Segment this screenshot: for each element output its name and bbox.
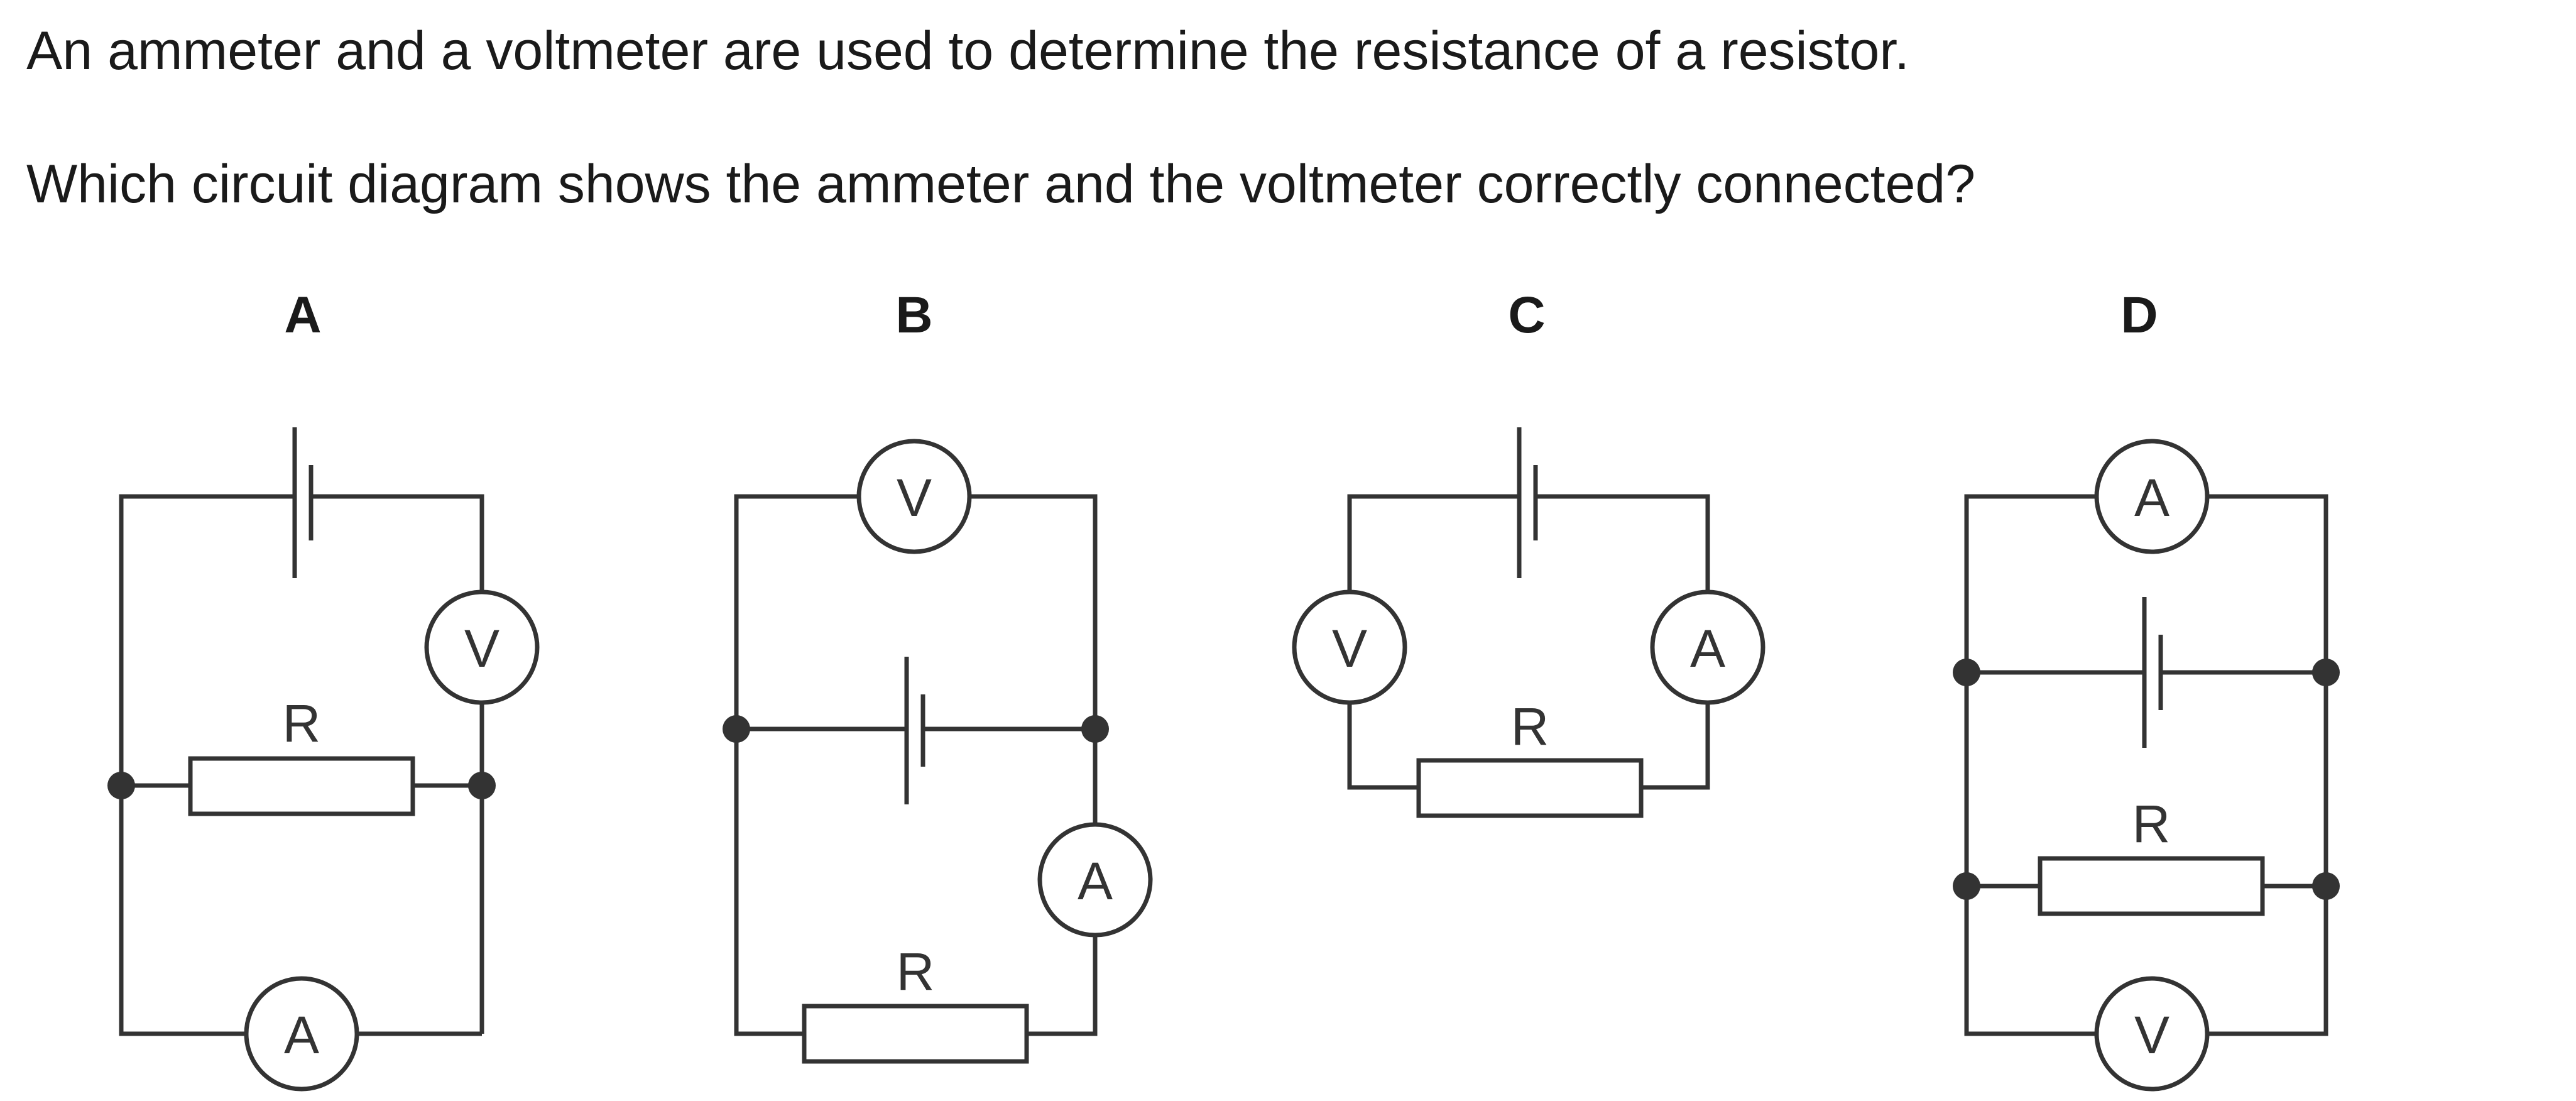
voltmeter-icon: V — [856, 439, 972, 554]
svg-text:A: A — [2134, 468, 2169, 527]
junction-dot — [1953, 659, 1980, 686]
cell-icon — [1517, 427, 1538, 578]
ammeter-icon: A — [2094, 439, 2210, 554]
resistor-icon — [188, 756, 415, 816]
junction-dot — [1953, 872, 1980, 900]
resistor-label: R — [1511, 697, 1549, 756]
junction-dot — [107, 772, 135, 799]
resistor-label: R — [2132, 794, 2171, 853]
option-label-c[interactable]: C — [1508, 287, 1546, 344]
question-prompt: Which circuit diagram shows the ammeter … — [26, 154, 1976, 214]
cell-icon — [292, 427, 314, 578]
junction-dot — [468, 772, 496, 799]
voltmeter-icon: V — [424, 589, 540, 705]
resistor-label: R — [283, 694, 321, 753]
option-label-b[interactable]: B — [895, 287, 933, 344]
junction-dot — [723, 715, 750, 743]
resistor-icon — [2038, 856, 2265, 916]
svg-text:V: V — [2134, 1005, 2169, 1065]
circuit-diagram-a[interactable]: V R A — [107, 427, 540, 1092]
ammeter-icon: A — [1037, 822, 1153, 938]
cell-icon — [904, 657, 925, 804]
circuit-diagram-d[interactable]: A R V — [1953, 439, 2340, 1092]
resistor-icon — [802, 1004, 1029, 1064]
svg-text:A: A — [284, 1005, 319, 1065]
junction-dot — [2312, 872, 2340, 900]
circuit-diagram-b[interactable]: V A R — [723, 439, 1153, 1064]
junction-dot — [2312, 659, 2340, 686]
svg-text:V: V — [464, 619, 499, 678]
svg-text:A: A — [1690, 619, 1725, 678]
junction-dot — [1081, 715, 1109, 743]
svg-text:V: V — [897, 468, 932, 527]
option-label-d[interactable]: D — [2120, 287, 2158, 344]
option-label-a[interactable]: A — [284, 287, 322, 344]
ammeter-icon: A — [244, 976, 359, 1092]
ammeter-icon: A — [1650, 589, 1766, 705]
question-text: An ammeter and a voltmeter are used to d… — [26, 21, 1910, 81]
resistor-label: R — [897, 942, 935, 1001]
voltmeter-icon: V — [2094, 976, 2210, 1092]
svg-text:V: V — [1332, 619, 1367, 678]
svg-text:A: A — [1078, 852, 1113, 911]
voltmeter-icon: V — [1292, 589, 1407, 705]
resistor-icon — [1416, 758, 1644, 818]
cell-icon — [2142, 597, 2163, 748]
circuit-diagram-c[interactable]: V A R — [1292, 427, 1766, 818]
